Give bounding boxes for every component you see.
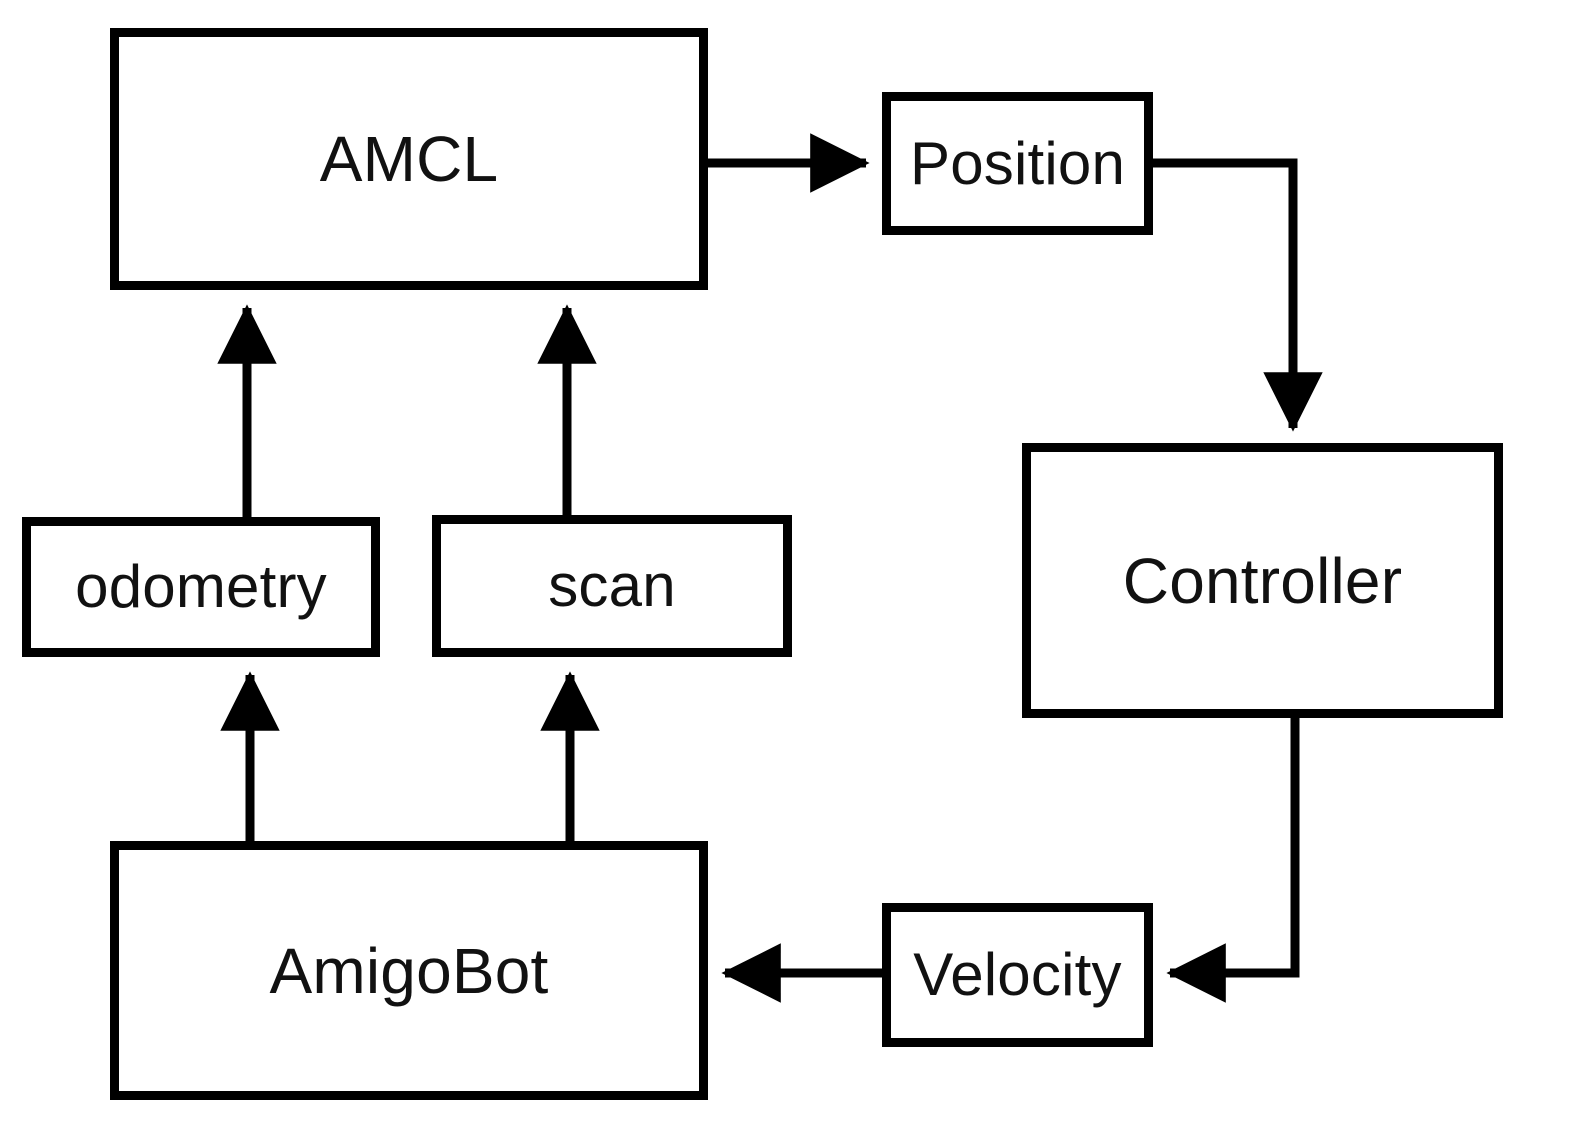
node-controller-label: Controller	[1122, 544, 1403, 617]
node-scan[interactable]: scan	[432, 515, 792, 657]
node-position-label: Position	[909, 129, 1126, 197]
node-scan-label: scan	[548, 552, 676, 619]
node-amcl-label: AMCL	[319, 123, 499, 195]
node-amigobot-label: AmigoBot	[269, 934, 549, 1007]
node-amcl[interactable]: AMCL	[110, 28, 708, 290]
node-position[interactable]: Position	[882, 92, 1153, 235]
node-controller[interactable]: Controller	[1022, 443, 1503, 718]
node-odometry[interactable]: odometry	[22, 517, 380, 657]
edge-controller-to-velocity	[1166, 718, 1300, 1003]
node-odometry-label: odometry	[75, 553, 327, 620]
edge-position-to-controller	[1153, 158, 1323, 432]
node-velocity[interactable]: Velocity	[882, 903, 1153, 1047]
node-velocity-label: Velocity	[913, 941, 1122, 1008]
node-amigobot[interactable]: AmigoBot	[110, 841, 708, 1100]
